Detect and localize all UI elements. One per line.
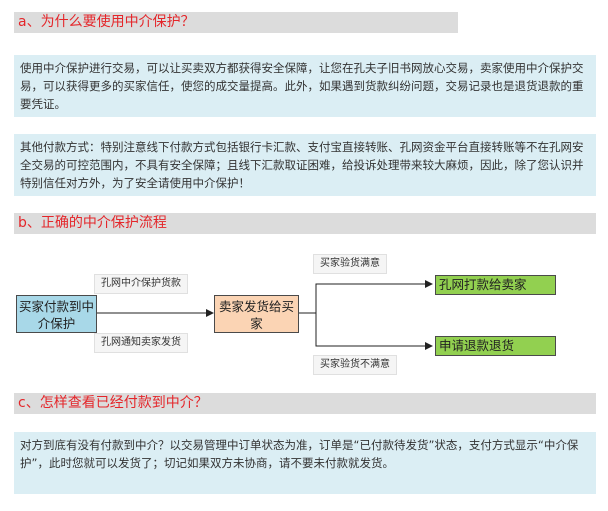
section-c-heading: c、怎样查看已经付款到中介？ [14,393,596,414]
arrow-middle-to-pay [299,280,433,314]
flow-pay-box: 孔网打款给卖家 [435,275,556,295]
flow-refund-box: 申请退款退货 [435,336,556,356]
section-c-paragraph: 对方到底有没有付款到中介？以交易管理中订单状态为准，订单是“已付款待发货”状态，… [14,432,596,494]
flow-middle-label: 卖家发货给买家 [218,299,294,331]
flow-start-label: 买家付款到中介保护 [18,299,94,331]
flow-refund-label: 申请退款退货 [439,338,515,353]
section-b-heading: b、正确的中介保护流程 [14,213,596,234]
flow-middle-box: 卖家发货给买家 [214,295,299,333]
arrow-middle-to-refund [299,312,433,350]
flow-label-escrow: 孔网中介保护货款 [94,274,188,294]
flow-start-box: 买家付款到中介保护 [16,295,97,333]
flow-pay-label: 孔网打款给卖家 [439,277,527,292]
flow-label-unsatisfied: 买家验货不满意 [313,355,397,375]
flow-label-satisfied: 买家验货满意 [313,254,387,274]
section-a-paragraph-2: 其他付款方式：特别注意线下付款方式包括银行卡汇款、支付宝直接转账、孔网资金平台直… [14,134,596,196]
flow-label-notify: 孔网通知卖家发货 [94,333,188,353]
section-a-paragraph-1: 使用中介保护进行交易，可以让买卖双方都获得安全保障，让您在孔夫子旧书网放心交易，… [14,55,596,117]
section-a-heading: a、为什么要使用中介保护？ [14,12,458,33]
